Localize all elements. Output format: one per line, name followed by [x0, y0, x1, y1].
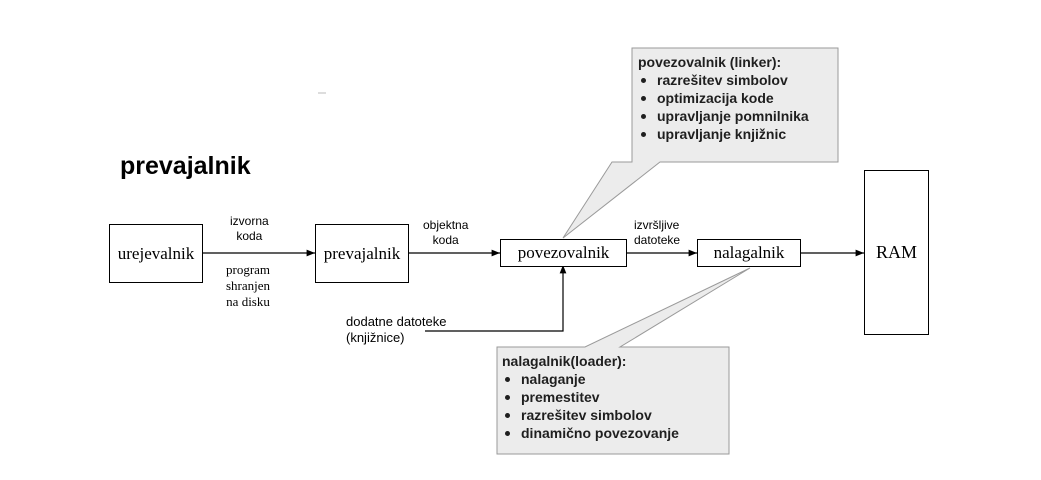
loader-callout-item: dinamično povezovanje	[502, 424, 679, 442]
loader-callout-list: nalaganje premestitev razrešitev simbolo…	[502, 370, 679, 442]
node-linker: povezovalnik	[500, 239, 627, 267]
loader-callout-title: nalagalnik(loader):	[502, 353, 627, 369]
loader-callout-item: premestitev	[502, 388, 679, 406]
label-executable-files: izvršljive datoteke	[634, 218, 681, 247]
arrow-extra-files-linker	[425, 265, 567, 332]
label-object-code: objektna koda	[423, 218, 469, 247]
node-ram: RAM	[864, 170, 929, 335]
linker-callout-list: razrešitev simbolov optimizacija kode up…	[638, 71, 809, 143]
loader-callout-shape	[496, 267, 751, 455]
label-source-code: izvorna koda	[230, 214, 269, 243]
label-extra-files: dodatne datoteke (knjižnice)	[346, 314, 447, 345]
diagram-heading: prevajalnik	[120, 152, 251, 180]
linker-callout-title: povezovalnik (linker):	[638, 54, 782, 70]
linker-callout-item: upravljanje pomnilnika	[638, 107, 809, 125]
linker-callout-shape	[562, 47, 839, 239]
node-compiler: prevajalnik	[315, 224, 409, 283]
linker-callout-item: optimizacija kode	[638, 89, 809, 107]
node-editor: urejevalnik	[109, 224, 203, 283]
linker-callout-item: upravljanje knjižnic	[638, 125, 809, 143]
label-stored-program: program shranjen na disku	[226, 262, 271, 309]
node-loader: nalagalnik	[697, 239, 801, 267]
linker-callout: povezovalnik (linker): razrešitev simbol…	[638, 53, 809, 143]
loader-callout-item: razrešitev simbolov	[502, 406, 679, 424]
loader-callout: nalagalnik(loader): nalaganje premestite…	[502, 352, 679, 442]
linker-callout-item: razrešitev simbolov	[638, 71, 809, 89]
loader-callout-item: nalaganje	[502, 370, 679, 388]
